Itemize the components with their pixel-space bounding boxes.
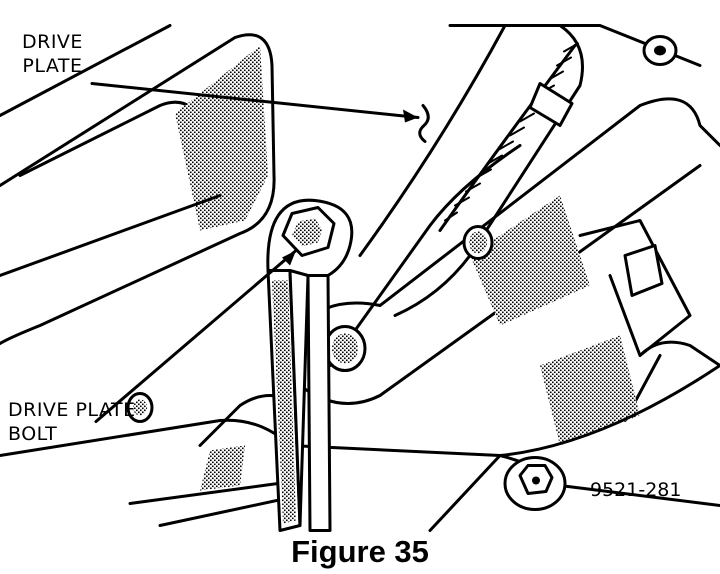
drive-plate-bolt-leader [94,249,298,423]
bolt [503,456,567,511]
callout-leaders [90,82,430,423]
drive-plate [328,24,702,367]
drive-plate-bolt-label-line1: DRIVE PLATE [8,399,136,421]
wrench [266,198,354,532]
figure-caption: Figure 35 [291,534,429,569]
drive-plate-label: DRIVE PLATE [22,30,83,78]
drive-plate-leader [90,82,420,119]
drive-plate-bolt-label: DRIVE PLATE BOLT [8,398,136,446]
ring-gear-teeth [438,42,579,232]
figure-number: 9521-281 [590,479,682,501]
bracket [540,219,720,446]
drive-plate-bolt-label-line2: BOLT [8,423,58,445]
drive-plate-label-line2: PLATE [22,55,83,77]
drive-plate-label-line1: DRIVE [22,31,83,53]
drive-plate-housing [0,24,276,345]
